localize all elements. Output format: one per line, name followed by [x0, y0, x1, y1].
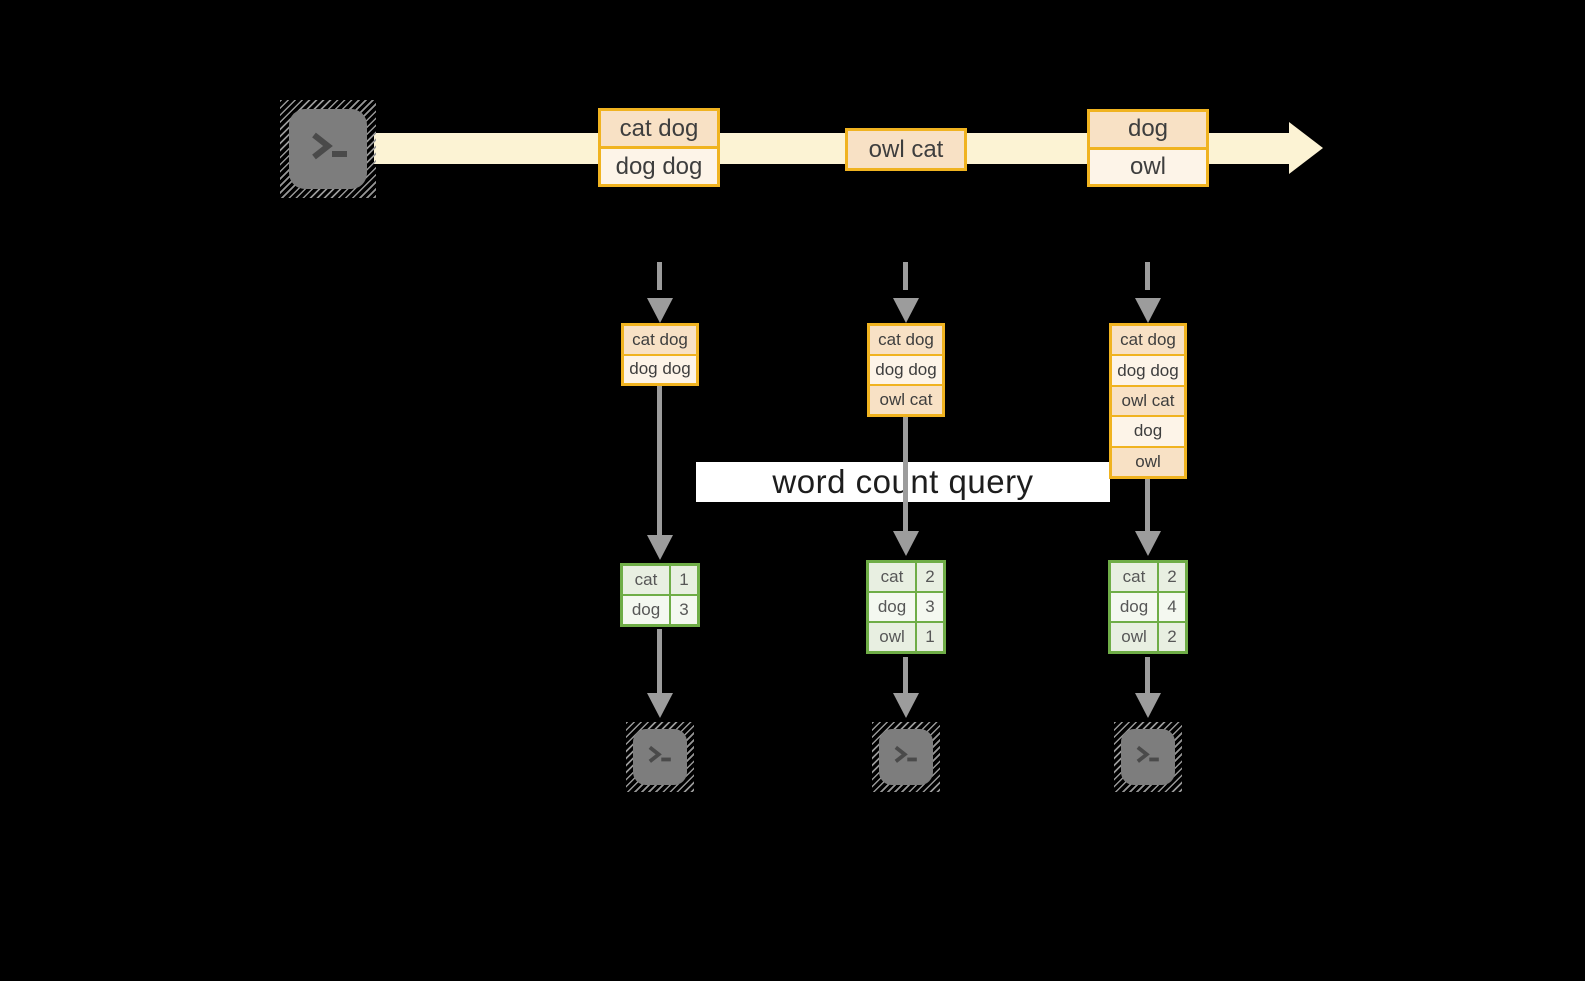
count-cell: 3 [671, 596, 697, 624]
prompt-icon [648, 745, 671, 763]
sink-arrow-stem [903, 657, 908, 693]
dashed-arrow-stem [903, 262, 908, 290]
count-cell: 4 [1159, 593, 1185, 621]
word-cell: cat [869, 563, 915, 591]
event-line: cat dog [601, 111, 717, 146]
snapshot-line: owl [1112, 445, 1184, 477]
word-cell: dog [869, 593, 915, 621]
count-cell: 2 [1159, 623, 1185, 651]
event-line: dog dog [601, 146, 717, 184]
word-cell: cat [623, 566, 669, 594]
result-table-1: cat 1 dog 3 [620, 563, 700, 627]
event-line: owl cat [848, 131, 964, 168]
stream-snapshot-3: cat dog dog dog owl cat dog owl [1109, 323, 1187, 479]
timeline-event-1: cat dog dog dog [598, 108, 720, 187]
sink-arrow-stem [657, 629, 662, 693]
query-arrow-stem [903, 417, 908, 531]
terminal-icon [289, 109, 367, 189]
terminal-icon [1121, 729, 1175, 785]
timeline-event-2: owl cat [845, 128, 967, 171]
word-cell: dog [623, 596, 669, 624]
sink-arrow-head [893, 693, 919, 718]
count-cell: 1 [917, 623, 943, 651]
event-line: dog [1090, 112, 1206, 147]
prompt-icon [894, 745, 917, 763]
dashed-arrow-head [893, 298, 919, 323]
query-arrow-head [893, 531, 919, 556]
stream-snapshot-2: cat dog dog dog owl cat [867, 323, 945, 417]
query-label-text: word count query [772, 463, 1034, 500]
prompt-icon [1136, 745, 1159, 763]
sink-terminal-icon-3 [1114, 722, 1182, 792]
query-arrow-head [647, 535, 673, 560]
terminal-icon [633, 729, 687, 785]
timeline-arrowhead [1289, 122, 1323, 174]
dashed-arrow-stem [1145, 262, 1150, 290]
count-cell: 1 [671, 566, 697, 594]
dashed-arrow-stem [657, 262, 662, 290]
sink-arrow-head [647, 693, 673, 718]
snapshot-line: dog dog [624, 353, 696, 383]
snapshot-line: cat dog [624, 326, 696, 354]
count-cell: 2 [917, 563, 943, 591]
sink-arrow-head [1135, 693, 1161, 718]
snapshot-line: dog dog [870, 354, 942, 384]
count-cell: 3 [917, 593, 943, 621]
snapshot-line: cat dog [870, 326, 942, 354]
snapshot-line: dog [1112, 415, 1184, 446]
sink-terminal-icon-2 [872, 722, 940, 792]
query-arrow-stem [1145, 479, 1150, 531]
sink-arrow-stem [1145, 657, 1150, 693]
event-line: owl [1090, 146, 1206, 184]
sink-terminal-icon-1 [626, 722, 694, 792]
word-cell: dog [1111, 593, 1157, 621]
dashed-arrow-head [1135, 298, 1161, 323]
prompt-icon [311, 132, 347, 160]
result-table-2: cat 2 dog 3 owl 1 [866, 560, 946, 654]
count-cell: 2 [1159, 563, 1185, 591]
snapshot-line: dog dog [1112, 354, 1184, 385]
query-arrow-stem [657, 386, 662, 535]
snapshot-line: cat dog [1112, 326, 1184, 355]
snapshot-line: owl cat [1112, 384, 1184, 416]
stream-snapshot-1: cat dog dog dog [621, 323, 699, 386]
source-terminal-icon [280, 100, 376, 198]
terminal-icon [879, 729, 933, 785]
snapshot-line: owl cat [870, 384, 942, 414]
timeline-event-3: dog owl [1087, 109, 1209, 187]
query-arrow-head [1135, 531, 1161, 556]
word-cell: owl [869, 623, 915, 651]
word-cell: owl [1111, 623, 1157, 651]
word-cell: cat [1111, 563, 1157, 591]
result-table-3: cat 2 dog 4 owl 2 [1108, 560, 1188, 654]
dashed-arrow-head [647, 298, 673, 323]
